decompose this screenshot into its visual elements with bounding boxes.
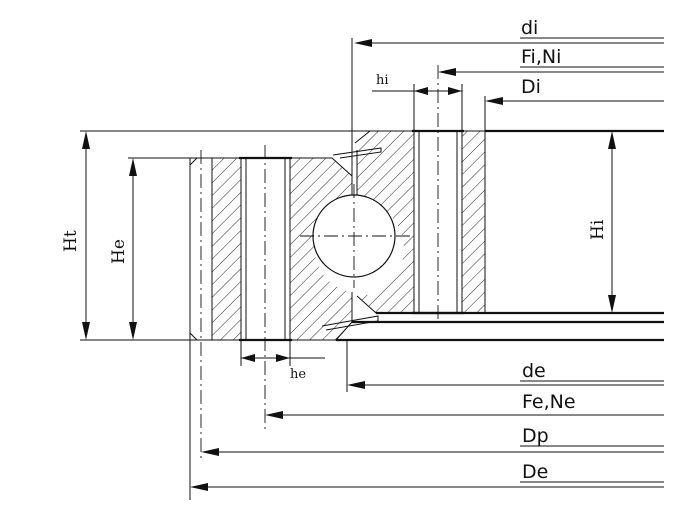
dim-fi-ni: Fi,Ni (438, 46, 664, 76)
outer-ring-hatch (212, 158, 352, 340)
dim-Ht: Ht (61, 131, 90, 340)
dim-Di: Di (485, 76, 664, 105)
extension-lines (189, 38, 486, 500)
dim-Hi: Hi (588, 131, 616, 313)
face-lines (80, 129, 664, 342)
dim-de: de (347, 360, 664, 389)
dim-hi: hi (372, 73, 462, 95)
dim-He: He (109, 158, 137, 340)
dim-he: he (241, 354, 325, 382)
label-De: De (522, 461, 548, 483)
label-de: de (522, 360, 546, 382)
label-fi-ni: Fi,Ni (521, 46, 561, 68)
label-fe-ne: Fe,Ne (522, 391, 576, 413)
label-hi: hi (376, 73, 389, 88)
label-He: He (109, 239, 129, 264)
label-he: he (290, 367, 306, 382)
dim-di: di (354, 17, 664, 47)
label-Hi: Hi (588, 219, 608, 240)
outer-ring (189, 156, 353, 342)
inner-ring-hatch (357, 131, 485, 313)
dim-De: De (190, 461, 664, 491)
label-Ht: Ht (61, 230, 81, 252)
label-Dp: Dp (522, 425, 549, 447)
dim-Dp: Dp (201, 425, 664, 456)
label-di: di (521, 17, 538, 39)
ball (300, 184, 410, 288)
dim-fe-ne: Fe,Ne (265, 391, 664, 419)
label-Di: Di (521, 76, 541, 98)
